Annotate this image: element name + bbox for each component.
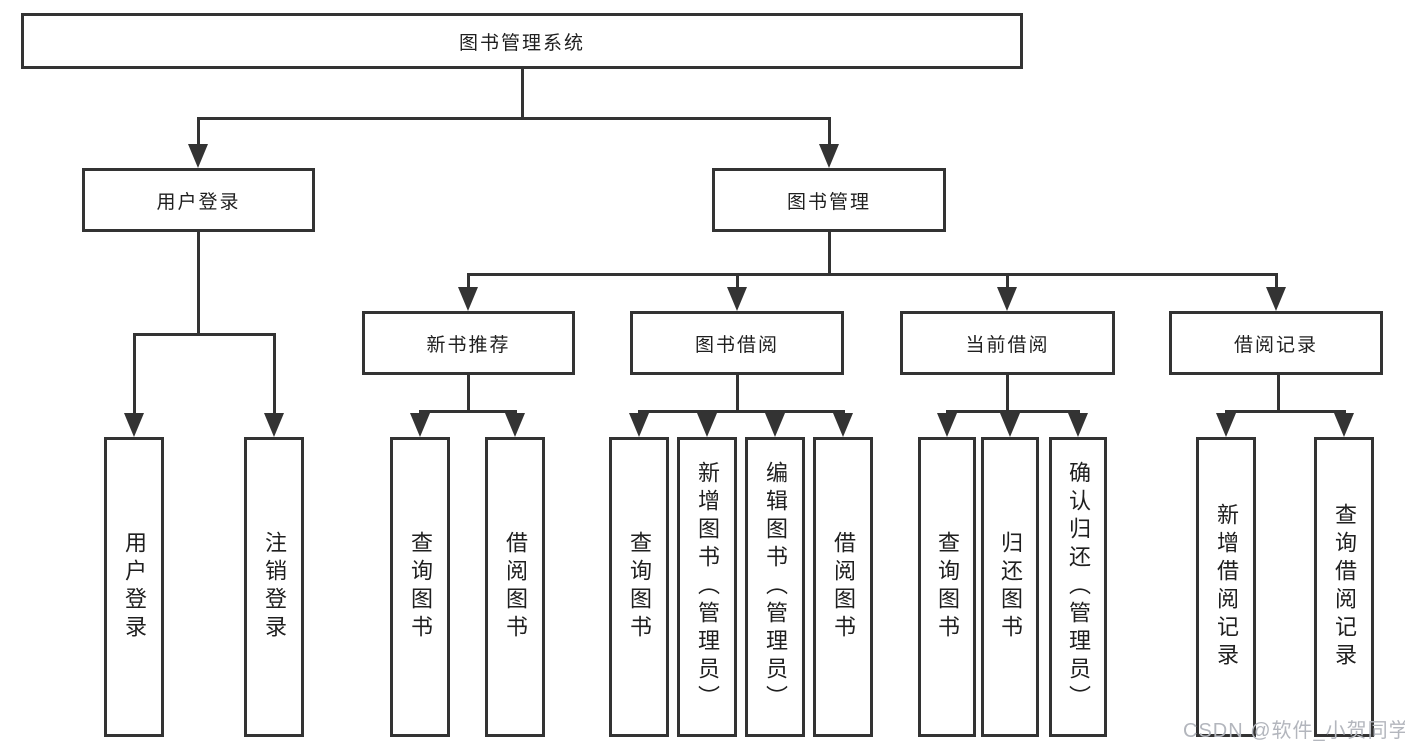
arrowhead-down-icon: [505, 413, 525, 437]
arrowhead-down-icon: [765, 413, 785, 437]
node-label: 图书借阅: [694, 334, 779, 356]
leaf-user-login: 用户登录: [104, 437, 164, 737]
arrowhead-down-icon: [1266, 287, 1286, 311]
node-borrow-records: 借阅记录: [1169, 311, 1383, 375]
connector-bookmgmt-stem: [828, 232, 831, 273]
arrowhead-down-icon: [410, 413, 430, 437]
leaf-label: 新增借阅记录: [1214, 503, 1239, 671]
connector-root-stem: [521, 69, 524, 117]
connector-newbook-stem: [467, 375, 470, 410]
arrowhead-down-icon: [937, 413, 957, 437]
watermark: CSDN @软件_小贺同学: [1183, 720, 1405, 742]
arrowhead-down-icon: [819, 144, 839, 168]
connector-bookmgmt-rake: [467, 273, 1278, 276]
connector-arrow-stem: [133, 336, 136, 413]
leaf-label: 查询图书: [935, 531, 960, 643]
node-book-management: 图书管理: [712, 168, 946, 232]
connector-arrow-stem: [736, 276, 739, 287]
node-label: 图书管理: [786, 191, 871, 213]
arrowhead-down-icon: [697, 413, 717, 437]
leaf-label: 借阅图书: [831, 531, 856, 643]
arrowhead-down-icon: [1334, 413, 1354, 437]
connector-records-rake: [1225, 410, 1346, 413]
node-label: 用户登录: [156, 191, 241, 213]
connector-userlogin-stem: [197, 232, 200, 333]
leaf-confirm-return-admin: 确认归还（管理员）: [1049, 437, 1107, 737]
leaf-query-books-current: 查询图书: [918, 437, 976, 737]
leaf-add-book-admin: 新增图书（管理员）: [677, 437, 737, 737]
connector-arrow-stem: [1006, 276, 1009, 287]
node-root-system: 图书管理系统: [21, 13, 1023, 69]
connector-newbook-rake: [419, 410, 517, 413]
arrowhead-down-icon: [997, 287, 1017, 311]
leaf-query-borrow-record: 查询借阅记录: [1314, 437, 1374, 737]
arrowhead-down-icon: [458, 287, 478, 311]
leaf-label: 确认归还（管理员）: [1066, 461, 1091, 713]
arrowhead-down-icon: [264, 413, 284, 437]
node-label: 图书管理系统: [458, 32, 585, 54]
leaf-label: 查询借阅记录: [1332, 503, 1357, 671]
leaf-label: 借阅图书: [503, 531, 528, 643]
leaf-label: 新增图书（管理员）: [695, 461, 720, 713]
arrowhead-down-icon: [629, 413, 649, 437]
connector-arrow-stem: [467, 276, 470, 287]
leaf-edit-book-admin: 编辑图书（管理员）: [745, 437, 805, 737]
arrowhead-down-icon: [833, 413, 853, 437]
leaf-label: 查询图书: [408, 531, 433, 643]
leaf-add-borrow-record: 新增借阅记录: [1196, 437, 1256, 737]
node-current-borrow: 当前借阅: [900, 311, 1115, 375]
leaf-label: 编辑图书（管理员）: [763, 461, 788, 713]
arrowhead-down-icon: [1068, 413, 1088, 437]
arrowhead-down-icon: [1000, 413, 1020, 437]
node-user-login: 用户登录: [82, 168, 315, 232]
connector-arrow-stem: [1275, 276, 1278, 287]
arrowhead-down-icon: [188, 144, 208, 168]
connector-records-stem: [1277, 375, 1280, 410]
arrowhead-down-icon: [124, 413, 144, 437]
leaf-label: 查询图书: [627, 531, 652, 643]
connector-current-rake: [946, 410, 1080, 413]
leaf-query-books-recommend: 查询图书: [390, 437, 450, 737]
leaf-label: 用户登录: [122, 531, 147, 643]
arrowhead-down-icon: [1216, 413, 1236, 437]
connector-root-rake: [197, 117, 831, 120]
leaf-query-books-borrow: 查询图书: [609, 437, 669, 737]
leaf-label: 归还图书: [998, 531, 1023, 643]
node-label: 新书推荐: [426, 334, 511, 356]
leaf-return-books: 归还图书: [981, 437, 1039, 737]
connector-current-stem: [1006, 375, 1009, 410]
connector-arrow-stem: [828, 120, 831, 147]
connector-borrow-rake: [638, 410, 845, 413]
leaf-borrow-books-recommend: 借阅图书: [485, 437, 545, 737]
connector-userlogin-rake: [133, 333, 276, 336]
node-book-borrow: 图书借阅: [630, 311, 844, 375]
node-label: 借阅记录: [1233, 334, 1318, 356]
arrowhead-down-icon: [727, 287, 747, 311]
connector-arrow-stem: [197, 120, 200, 147]
leaf-label: 注销登录: [262, 531, 287, 643]
connector-arrow-stem: [273, 336, 276, 413]
node-new-book-recommend: 新书推荐: [362, 311, 575, 375]
node-label: 当前借阅: [965, 334, 1050, 356]
leaf-borrow-books: 借阅图书: [813, 437, 873, 737]
connector-borrow-stem: [736, 375, 739, 410]
leaf-logout: 注销登录: [244, 437, 304, 737]
